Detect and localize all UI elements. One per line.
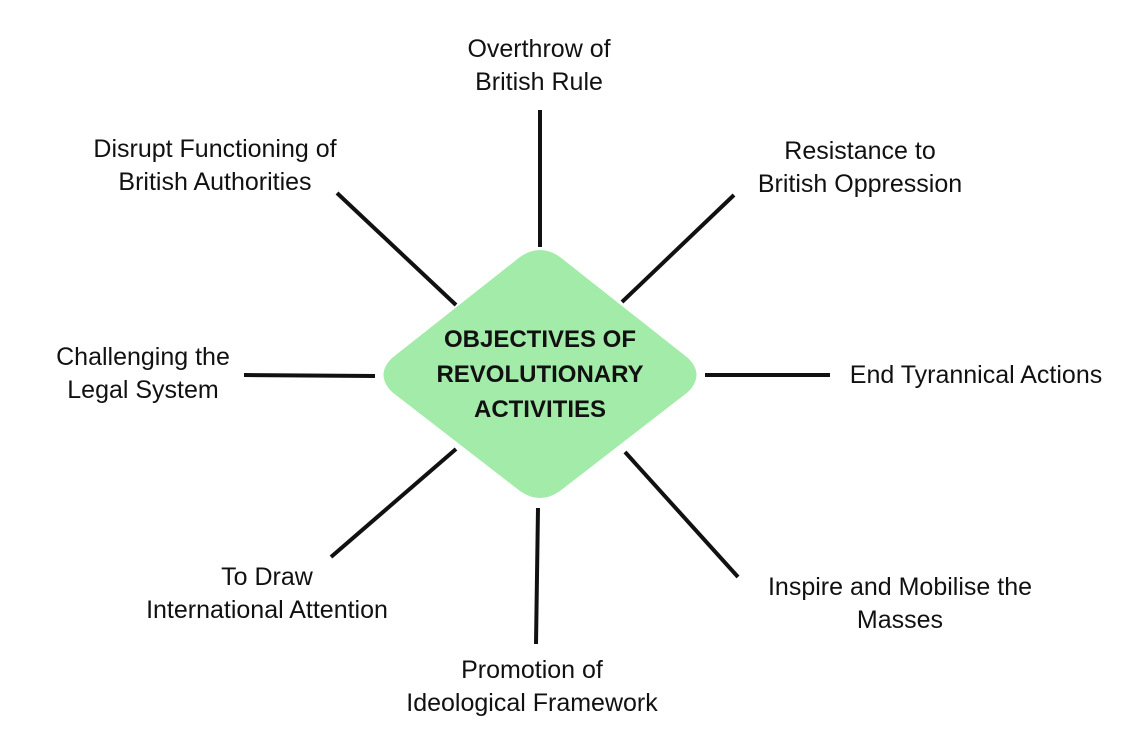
central-title-line-1: OBJECTIVES OF: [443, 326, 637, 353]
connector-international: [329, 447, 458, 559]
central-title: OBJECTIVES OF REVOLUTIONARY ACTIVITIES: [380, 322, 700, 427]
branch-label-international: To Draw International Attention: [146, 563, 388, 624]
connector-lines: [243, 110, 830, 645]
connector-legal: [243, 373, 376, 378]
central-diamond: [383, 250, 697, 498]
central-title-line-3: ACTIVITIES: [473, 396, 606, 423]
connector-resistance: [620, 193, 736, 304]
connector-disrupt: [335, 191, 458, 307]
central-title-line-2: REVOLUTIONARY: [436, 361, 644, 388]
branch-label-resistance: Resistance to British Oppression: [757, 137, 963, 198]
branch-label-inspire: Inspire and Mobilise the Masses: [767, 573, 1033, 634]
connector-inspire: [623, 450, 740, 579]
branch-label-end-tyranny: End Tyrannical Actions: [849, 361, 1103, 389]
branch-label-disrupt: Disrupt Functioning of British Authoriti…: [93, 135, 337, 196]
branch-label-legal: Challenging the Legal System: [56, 343, 230, 404]
connector-promotion: [534, 507, 540, 645]
branch-label-overthrow: Overthrow of British Rule: [467, 35, 611, 96]
branch-label-promotion: Promotion of Ideological Framework: [406, 656, 658, 717]
